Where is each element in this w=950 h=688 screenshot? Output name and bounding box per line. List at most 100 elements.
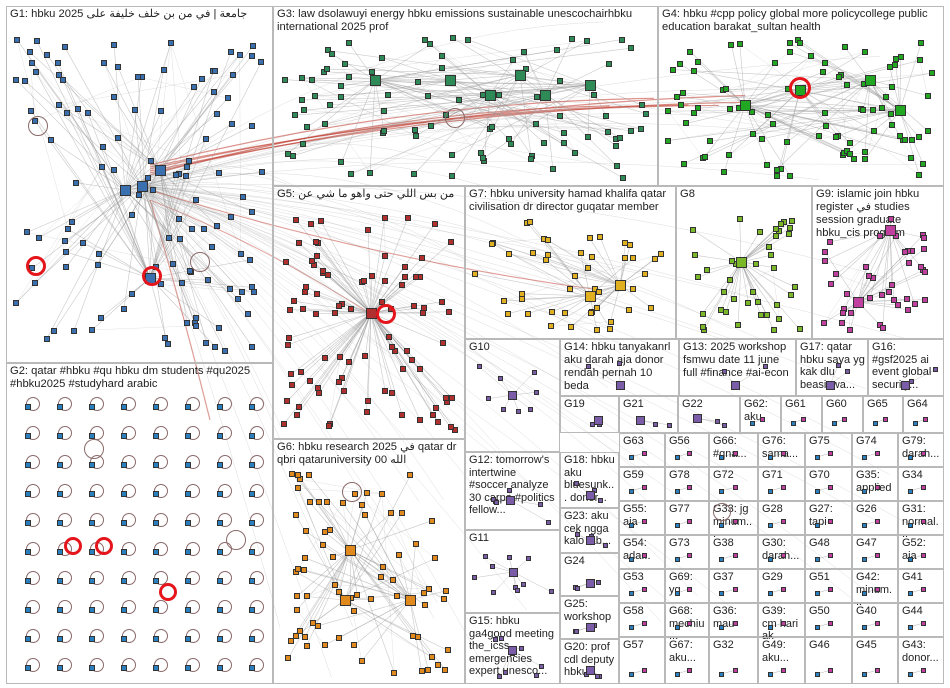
vertex-node [860, 106, 867, 113]
vertex-node [427, 41, 434, 48]
vertex-node [907, 488, 913, 494]
cluster-g11: G11 [465, 530, 560, 613]
vertex-node [777, 220, 784, 227]
vertex-node [182, 172, 189, 179]
vertex-node [489, 240, 496, 247]
vertex-node [607, 318, 614, 325]
vertex-node [228, 213, 235, 220]
hub-node [339, 594, 351, 606]
vertex-node [292, 512, 299, 519]
self-loop-marker [26, 256, 46, 276]
vertex-node [64, 226, 71, 233]
cluster-g25: G25: workshop [560, 596, 619, 639]
vertex-node [828, 450, 834, 456]
vertex-node [557, 113, 564, 120]
vertex-node [100, 144, 107, 151]
vertex-node [284, 398, 291, 405]
vertex-node [641, 484, 647, 490]
vertex-node [444, 647, 451, 654]
vertex-node [431, 220, 438, 227]
cluster-label: G64 [907, 398, 928, 410]
vertex-node [503, 670, 509, 676]
hub-node [507, 645, 517, 655]
vertex-node [862, 155, 869, 162]
vertex-node [595, 673, 601, 679]
vertex-node [840, 309, 847, 316]
vertex-node [808, 52, 815, 59]
vertex-node [488, 123, 495, 130]
cluster-g77: G77 [665, 501, 709, 535]
cluster-g58: G58 [619, 603, 665, 637]
vertex-node [97, 314, 104, 321]
cluster-label: G7: hbku university hamad khalifa qatar … [469, 188, 667, 213]
vertex-node [754, 298, 761, 305]
cluster-label: G20: prof cdl deputy hbku... [564, 641, 615, 678]
vertex-node [628, 556, 634, 562]
vertex-node [674, 93, 681, 100]
cluster-g3: G3: law dsolawuyi energy hbku emissions … [273, 6, 658, 186]
vertex-node [874, 484, 880, 490]
vertex-node [767, 252, 774, 259]
vertex-node [549, 308, 556, 315]
vertex-node [465, 36, 472, 43]
vertex-node [288, 381, 295, 388]
vertex-node [756, 228, 763, 235]
cluster-label: G2: qatar #hbku #qu hbku dm students #qu… [10, 365, 251, 390]
vertex-node [887, 216, 894, 223]
vertex-node [770, 120, 777, 127]
vertex-node [851, 155, 858, 162]
vertex-node [382, 252, 389, 259]
vertex-node [221, 348, 228, 355]
vertex-node [933, 366, 939, 372]
vertex-node [224, 95, 231, 102]
vertex-node [160, 66, 167, 73]
vertex-node [217, 462, 223, 468]
vertex-node [532, 120, 539, 127]
cluster-label: G48 [809, 537, 830, 549]
vertex-node [312, 310, 319, 317]
cluster-g59: G59 [619, 467, 665, 501]
vertex-node [842, 416, 848, 422]
vertex-node [745, 299, 752, 306]
vertex-node [318, 218, 325, 225]
vertex-node [282, 76, 289, 83]
vertex-node [593, 326, 600, 333]
vertex-node [176, 216, 183, 223]
vertex-node [681, 160, 688, 167]
vertex-node [618, 36, 625, 43]
vertex-node [185, 665, 191, 671]
cluster-label: G26 [856, 503, 877, 515]
vertex-node [68, 219, 75, 226]
vertex-node [249, 433, 255, 439]
vertex-node [674, 624, 680, 630]
vertex-node [358, 658, 365, 665]
vertex-node [98, 164, 105, 171]
vertex-node [412, 132, 419, 139]
vertex-node [448, 238, 455, 245]
vertex-node [822, 109, 829, 116]
vertex-node [89, 491, 95, 497]
vertex-node [920, 161, 927, 168]
vertex-node [841, 44, 848, 51]
cluster-g38: G38 [709, 535, 758, 569]
vertex-node [489, 564, 495, 570]
cluster-label: G74 [856, 435, 877, 447]
vertex-node [767, 671, 773, 677]
vertex-node [249, 344, 256, 351]
vertex-node [691, 110, 698, 117]
vertex-node [597, 234, 604, 241]
vertex-node [249, 578, 255, 584]
vertex-node [733, 484, 739, 490]
vertex-node [111, 41, 118, 48]
vertex-node [574, 628, 580, 634]
cluster-label: G9: islamic join hbku register في studie… [816, 188, 920, 239]
hub-node [369, 74, 381, 86]
hub-node [507, 390, 517, 400]
vertex-node [416, 365, 423, 372]
vertex-node [585, 264, 592, 271]
vertex-node [814, 624, 820, 630]
vertex-node [290, 152, 297, 159]
vertex-node [153, 549, 159, 555]
vertex-node [162, 334, 169, 341]
vertex-node [628, 454, 634, 460]
